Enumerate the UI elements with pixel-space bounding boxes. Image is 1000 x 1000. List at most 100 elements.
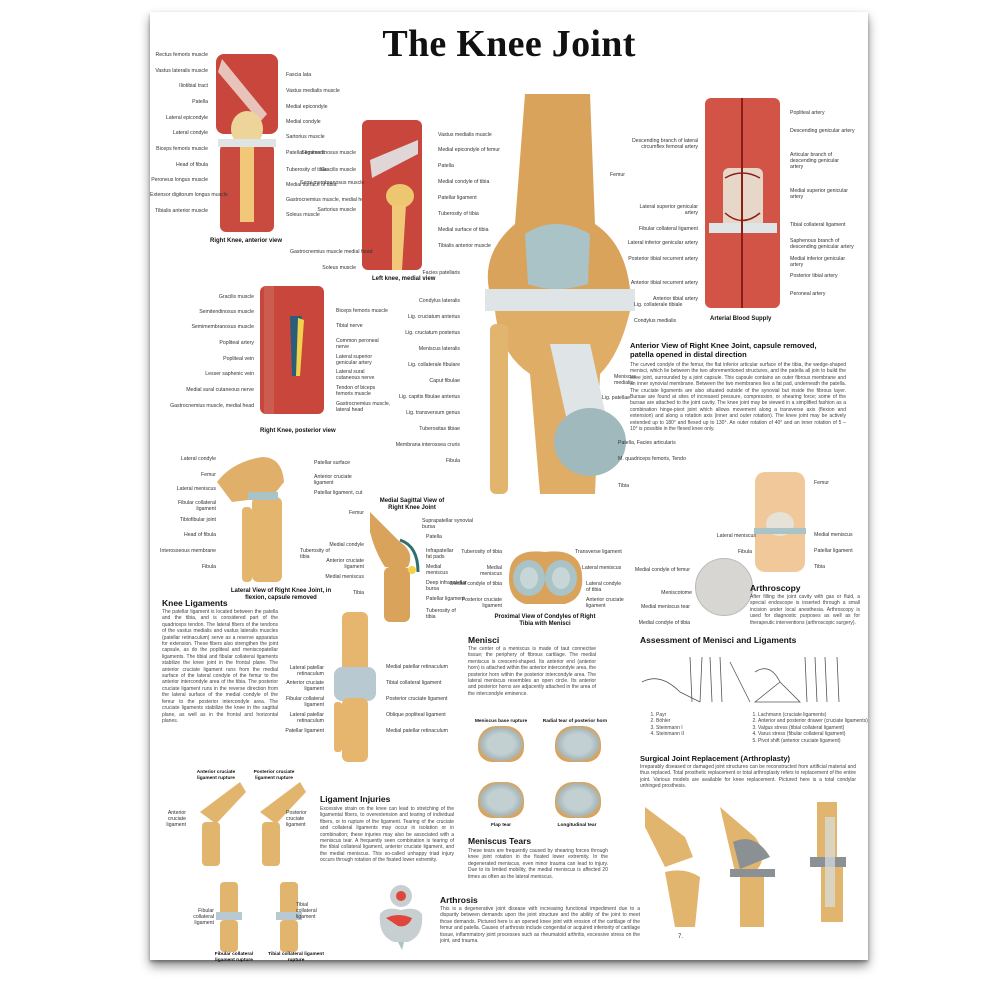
label: Anterior tibial artery (653, 296, 698, 302)
label: Tibialis anterior muscle (155, 208, 208, 214)
label: Lateral inferior genicular artery (627, 240, 698, 246)
arthroscope-view-circle (695, 558, 753, 616)
label: Medial condyle (286, 119, 321, 125)
label: Peroneal artery (790, 291, 826, 297)
label: Medial meniscus (325, 574, 364, 580)
label: Tuberositas tibiae (419, 426, 460, 432)
label: Meniscus lateralis (418, 346, 460, 352)
arthrosis-description: This is a degenerative joint disease wit… (440, 906, 640, 945)
label: Lig. transversum genus (406, 410, 460, 416)
label: Tendon of biceps femoris muscle (336, 385, 376, 397)
prosthesis-illustrations (645, 797, 855, 927)
knee-ligaments-description: The patellar ligament is located between… (162, 609, 278, 724)
label: Meniscotome (661, 590, 692, 596)
list-item: Steinmann I (656, 725, 716, 731)
radial-tear-image (555, 726, 601, 762)
list-item: Varus stress (fibular collateral ligamen… (758, 731, 868, 737)
proximal-view-illustration (505, 548, 585, 608)
label: Tuberosity of tibia (461, 549, 502, 555)
label: Gracilis muscle (218, 294, 254, 300)
knee-ligaments-illustration (330, 612, 380, 762)
proximal-view-caption: Proximal View of Condyles of Right Tibia… (494, 614, 596, 627)
knee-ligaments-heading: Knee Ligaments (162, 598, 228, 608)
label: Medial meniscus (480, 565, 502, 577)
label: Gastrocnemius muscle medial head (290, 249, 373, 255)
label: Gastrocnemius muscle, medial head (286, 197, 370, 203)
label: Iliotibial tract (179, 83, 208, 89)
label: Tibialis anterior muscle (438, 243, 491, 249)
label: Patella (438, 163, 454, 169)
anterior-view-illustration (212, 54, 282, 232)
label: Extensor digitorum longus muscle (150, 192, 228, 198)
label: Lig. cruciatum posterius (405, 330, 460, 336)
figure-caption: Anterior cruciate ligament rupture (196, 770, 236, 781)
label: Gastrocnemius muscle, lateral head (336, 401, 391, 413)
label: Head of fibula (183, 532, 216, 538)
surgical-heading: Surgical Joint Replacement (Arthroplasty… (640, 754, 791, 763)
label: Lig. collaterale fibulare (408, 362, 460, 368)
arthrosis-illustration (378, 884, 424, 950)
list-item: Valgus stress (tibial collateral ligamen… (758, 725, 868, 731)
label: Lesser saphenic vein (205, 371, 254, 377)
label: Anterior cruciate ligament (166, 810, 186, 828)
label: Anterior cruciate ligament (286, 680, 324, 692)
label: Medial condyle of tibia (638, 620, 690, 626)
label: Medial surface of tibia (438, 227, 489, 233)
label: Gracilis muscle (320, 167, 356, 173)
label: Soleus muscle (286, 212, 320, 218)
label: Semimembranosus muscle (191, 324, 254, 330)
label: Lateral superior genicular artery (639, 204, 698, 216)
label: Fibular collateral ligament (193, 908, 214, 926)
ligament-injury-illustrations (180, 782, 310, 952)
assessment-list-b: Lachmann (cruciate ligaments) Anterior a… (748, 712, 868, 744)
label: Patellar ligament (426, 596, 465, 602)
label: Semitendinosus muscle (199, 309, 254, 315)
label: Interosseous membrane (160, 548, 216, 554)
label: Fibula (737, 549, 752, 555)
label: Meniscus medialis (614, 374, 636, 386)
figure-caption: Fibular collateral ligament rupture (214, 952, 254, 963)
label: Caput fibulae (429, 378, 460, 384)
label: Membrana interossea cruris (395, 442, 460, 448)
label: Articular branch of descending genicular… (790, 152, 840, 170)
ligament-injuries-heading: Ligament Injuries (320, 794, 391, 804)
anterior-view-heading: Anterior View of Right Knee Joint, capsu… (630, 341, 817, 359)
label: Medial meniscus (426, 564, 448, 576)
meniscus-tears-heading: Meniscus Tears (468, 836, 532, 846)
label: Lig. collaterale tibiale (634, 302, 683, 308)
label: Lateral epicondyle (165, 115, 208, 121)
longitudinal-tear-image (555, 782, 601, 818)
label: Medial epicondyle (286, 104, 328, 110)
list-item: Pivot shift (anterior cruciate ligament) (758, 738, 868, 744)
label: Posterior cruciate ligament (461, 597, 502, 609)
anterior-view-caption: Right Knee, anterior view (210, 238, 283, 244)
list-item: Lachmann (cruciate ligaments) (758, 712, 868, 718)
label: Popliteal artery (790, 110, 825, 116)
label: Rectus femoris muscle (155, 52, 208, 58)
label: Medial condyle of tibia (438, 179, 490, 185)
label: Lig. patellae (602, 395, 630, 401)
sagittal-view-illustration (370, 512, 420, 622)
label: Facies patellaris (422, 270, 460, 276)
label: Condylus medialis (634, 318, 677, 324)
label: Patellar ligament, cut (314, 490, 363, 496)
label: Deep infrapatellar bursa (426, 580, 467, 592)
label: Posterior cruciate ligament (286, 810, 307, 828)
label: Lateral meniscus (176, 486, 216, 492)
label: Fascia lata (286, 72, 312, 78)
label: Medial surface of tibia (286, 182, 337, 188)
lateral-view-illustration (212, 452, 312, 582)
assessment-list-a: Payr Böhler Steinmann I Steinmann II (646, 712, 716, 738)
arthroscopy-illustration (750, 472, 810, 572)
sagittal-view-caption: Medial Sagittal View of Right Knee Joint (379, 498, 445, 511)
label: Oblique popliteal ligament (386, 712, 446, 718)
label: Patella (426, 534, 442, 540)
label: Femur (610, 172, 625, 178)
label: Femur (814, 480, 829, 486)
label: Biceps femoris muscle (336, 308, 388, 314)
label: Saphenous branch of descending genicular… (790, 238, 854, 250)
anterior-view-description: The curved condyle of the femur, the fla… (630, 362, 846, 433)
label: Semitendinosus muscle (301, 150, 356, 156)
label: Sartorius muscle (286, 134, 325, 140)
assessment-sketches (640, 652, 850, 708)
